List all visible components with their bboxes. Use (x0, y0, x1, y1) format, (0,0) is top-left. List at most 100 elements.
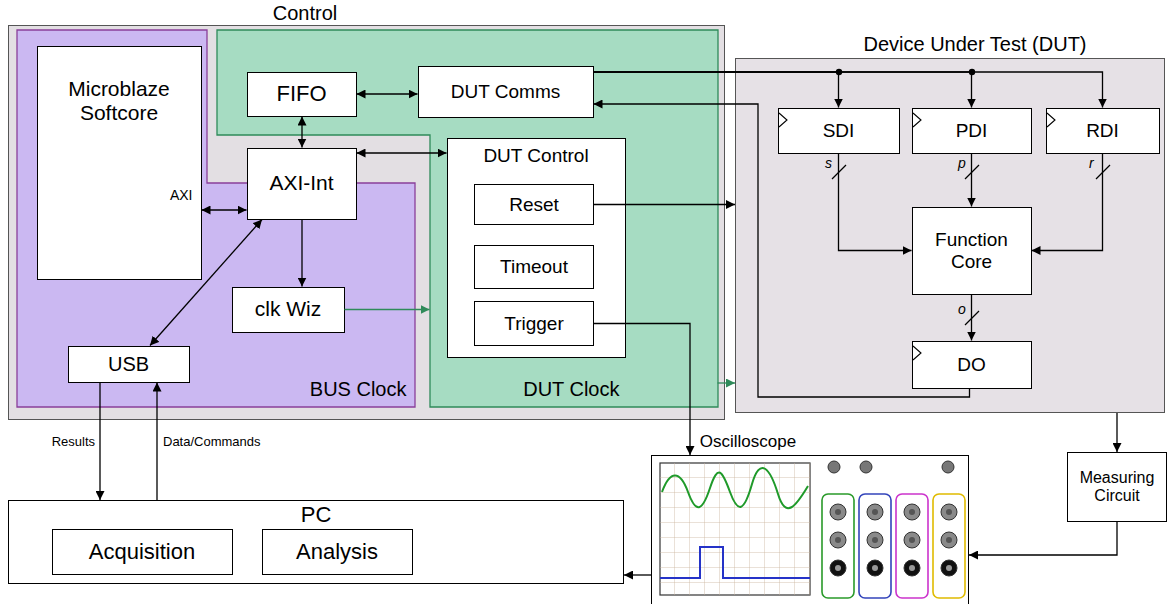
jack-center (835, 537, 841, 543)
box-label: FIFO (276, 81, 326, 106)
jack-center (909, 537, 915, 543)
signal-arrow (839, 154, 912, 251)
process-box: AXI-Int (247, 148, 357, 220)
box-label: AXI (170, 187, 193, 203)
channel-jack (941, 560, 957, 576)
control-box: ControlBUS ClockMicroblaze SoftcoreAXIAX… (8, 25, 725, 420)
scope-knob (828, 461, 840, 473)
bus-width-slashes (832, 165, 1110, 325)
signal-arrow (624, 574, 651, 575)
box-heading: Device Under Test (DUT) (863, 33, 1086, 56)
clock-triangle (913, 113, 921, 127)
group-box: DUT ControlResetTimeoutTrigger (447, 138, 626, 358)
clock-triangle (779, 113, 787, 127)
channel-jack (867, 560, 883, 576)
box-label: PDI (956, 120, 988, 142)
box-label: Trigger (504, 313, 563, 335)
signal-arrow (1116, 413, 1117, 452)
channel-jack (941, 532, 957, 548)
signal-arrow (156, 383, 157, 501)
bus-width-label: r (1088, 155, 1095, 171)
register-box: RDI (1046, 108, 1160, 154)
jack-center (872, 565, 878, 571)
scope-grid (660, 463, 810, 595)
clock-inputs (779, 113, 1055, 360)
jack-center (872, 509, 878, 515)
box-label: RDI (1086, 120, 1119, 142)
scope-knob (942, 461, 954, 473)
process-box: Acquisition (52, 529, 233, 575)
bus-width-label: o (957, 301, 967, 317)
bus-slash (832, 165, 846, 179)
scope-screen (660, 463, 810, 595)
signal-arrow (150, 220, 262, 346)
processor-box: Microblaze SoftcoreAXI (37, 46, 202, 280)
clock-arrow (718, 382, 736, 383)
signal-arrow (1032, 154, 1103, 251)
bus-slash (965, 311, 979, 325)
channel-jack (830, 504, 846, 520)
channel-jack (904, 560, 920, 576)
signal-arrow (357, 93, 418, 94)
register-box: SDI (778, 108, 900, 154)
signal-arrow (971, 154, 972, 207)
box-heading: Control (273, 2, 337, 25)
box-label: DUT Comms (451, 81, 560, 103)
jack-center (835, 509, 841, 515)
jack-center (835, 565, 841, 571)
box-label: SDI (823, 120, 855, 142)
scope-channels (822, 494, 965, 598)
clock-triangle (913, 346, 921, 360)
junction-dot (836, 69, 842, 75)
clock-triangle (1047, 113, 1055, 127)
computer-box: PCAcquisitionAnalysis (8, 500, 624, 584)
channel-jack (830, 560, 846, 576)
clock-domain: DUT ClockFIFODUT CommsDUT ControlResetTi… (217, 30, 718, 407)
oscilloscope-figure (660, 461, 965, 598)
box-label: Function Core (922, 229, 1022, 273)
channel-frame (822, 494, 854, 598)
label-anchor: r (1088, 154, 1095, 172)
junction-dot (969, 69, 975, 75)
signal-arrow (594, 324, 690, 456)
clock-arrow (345, 309, 430, 310)
jack-center (946, 537, 952, 543)
jack-center (946, 509, 952, 515)
register-box: PDI (912, 108, 1032, 154)
process-box: Timeout (474, 245, 594, 289)
jack-center (872, 537, 878, 543)
jack-center (946, 565, 952, 571)
bus-slash (1096, 165, 1110, 179)
label-anchor: o (957, 300, 967, 318)
process-box: Analysis (262, 529, 413, 575)
channel-frame (859, 494, 891, 598)
box-heading: Oscilloscope (700, 432, 796, 452)
process-box: Measuring Circuit (1067, 452, 1167, 522)
channel-jack (867, 504, 883, 520)
domain-label: BUS Clock (310, 378, 407, 401)
process-box: Trigger (474, 301, 594, 346)
process-box: DUT Comms (418, 66, 594, 118)
channel-jack (904, 504, 920, 520)
signal-arrow (594, 104, 970, 397)
signal-arrow (301, 117, 302, 148)
box-label: Analysis (296, 539, 378, 564)
channel-jack (830, 532, 846, 548)
process-box: FIFO (247, 72, 357, 117)
register-box: DO (912, 341, 1032, 389)
box-label: Acquisition (89, 539, 195, 564)
label-anchor: s (824, 154, 833, 172)
domain-label: DUT Clock (523, 378, 619, 401)
process-box: USB (68, 346, 190, 383)
signal-arrow (594, 72, 972, 108)
box-label: Microblaze Softcore (42, 77, 197, 125)
edge-label: Results (51, 435, 96, 450)
bus-slash (965, 165, 979, 179)
box-label: DO (957, 354, 986, 376)
box-label: clk Wiz (255, 297, 322, 321)
signal-arrow (357, 152, 447, 153)
scope-trigger-pulse (660, 547, 810, 578)
signal-arrow (99, 383, 100, 501)
channel-frame (933, 494, 965, 598)
